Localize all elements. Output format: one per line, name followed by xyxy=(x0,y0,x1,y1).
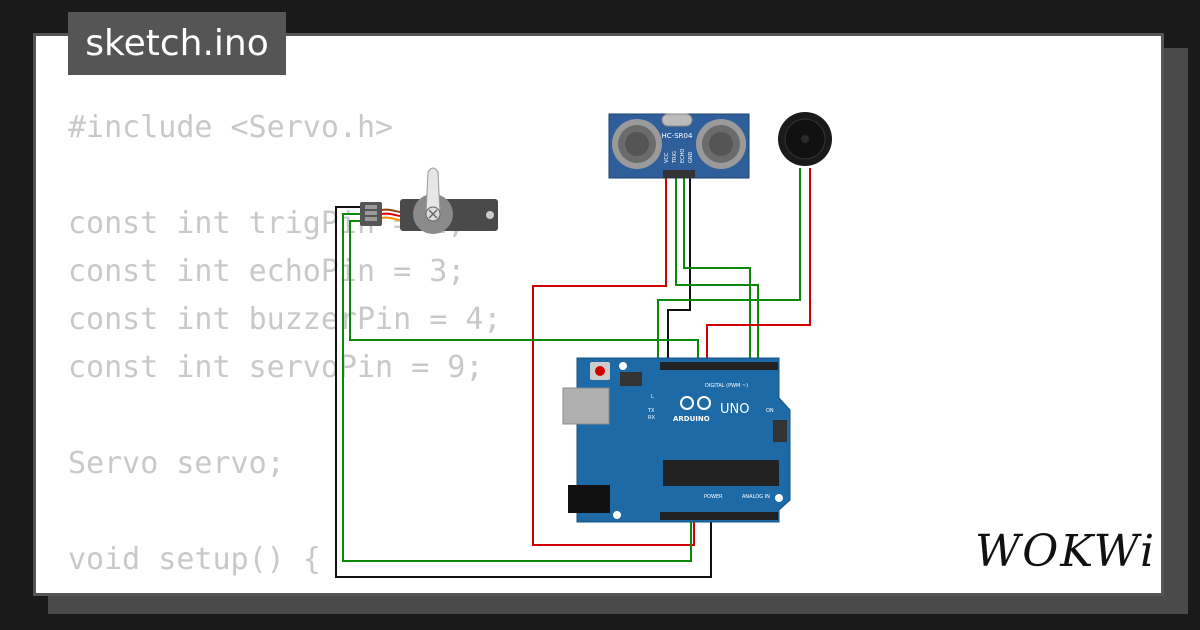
code-line: pinMode(trigPin, OUTPUT); xyxy=(68,584,556,593)
code-line: const int buzzerPin = 4; xyxy=(68,302,502,337)
servo-motor[interactable] xyxy=(360,167,498,234)
file-tab[interactable]: sketch.ino xyxy=(68,12,286,75)
on-label: ON xyxy=(766,408,774,414)
preview-card: #include <Servo.h>const int trigPin = 2;… xyxy=(33,33,1164,596)
rx-label: RX xyxy=(648,415,655,421)
analog-label: ANALOG IN xyxy=(742,494,770,500)
wires xyxy=(335,168,811,578)
wire-black-servo xyxy=(335,206,712,578)
wire-black-sensor xyxy=(667,178,691,362)
code-line: const int servoPin = 9; xyxy=(68,350,484,385)
arduino-uno[interactable]: UNO ARDUINO DIGITAL (PWM ~) POWER ANALOG… xyxy=(562,357,791,523)
wire-red-buzzer xyxy=(706,168,811,362)
power-label: POWER xyxy=(704,494,723,500)
l-label: L xyxy=(651,394,654,400)
sensor-label: HC-SR04 xyxy=(662,132,693,140)
buzzer[interactable] xyxy=(778,112,832,166)
wire-green-servo-power xyxy=(342,213,692,562)
board-logo: UNO xyxy=(720,402,749,417)
digital-label: DIGITAL (PWM ~) xyxy=(705,383,748,389)
wire-green-servo-signal xyxy=(349,220,699,362)
ultrasonic-sensor[interactable]: HC-SR04 VCC TRIG ECHO GND xyxy=(608,113,750,179)
board-brand: ARDUINO xyxy=(673,415,710,423)
code-line: void setup() { xyxy=(68,542,321,577)
code-line: const int echoPin = 3; xyxy=(68,254,466,289)
sensor-pin-vcc: VCC xyxy=(664,152,670,163)
sensor-pin-trig: TRIG xyxy=(672,151,678,164)
wire-green-buzzer-1 xyxy=(657,168,801,362)
wokwi-logo: WOKWi xyxy=(975,526,1157,577)
arduino-infinity-icon xyxy=(680,396,711,410)
sensor-pin-gnd: GND xyxy=(688,151,694,163)
code-line: #include <Servo.h> xyxy=(68,110,394,145)
code-line: Servo servo; xyxy=(68,446,285,481)
tx-label: TX xyxy=(647,408,655,414)
wire-red xyxy=(532,178,695,546)
wire-green-trig xyxy=(675,178,759,362)
wire-green-echo xyxy=(683,178,751,362)
sensor-pin-echo: ECHO xyxy=(680,149,686,163)
